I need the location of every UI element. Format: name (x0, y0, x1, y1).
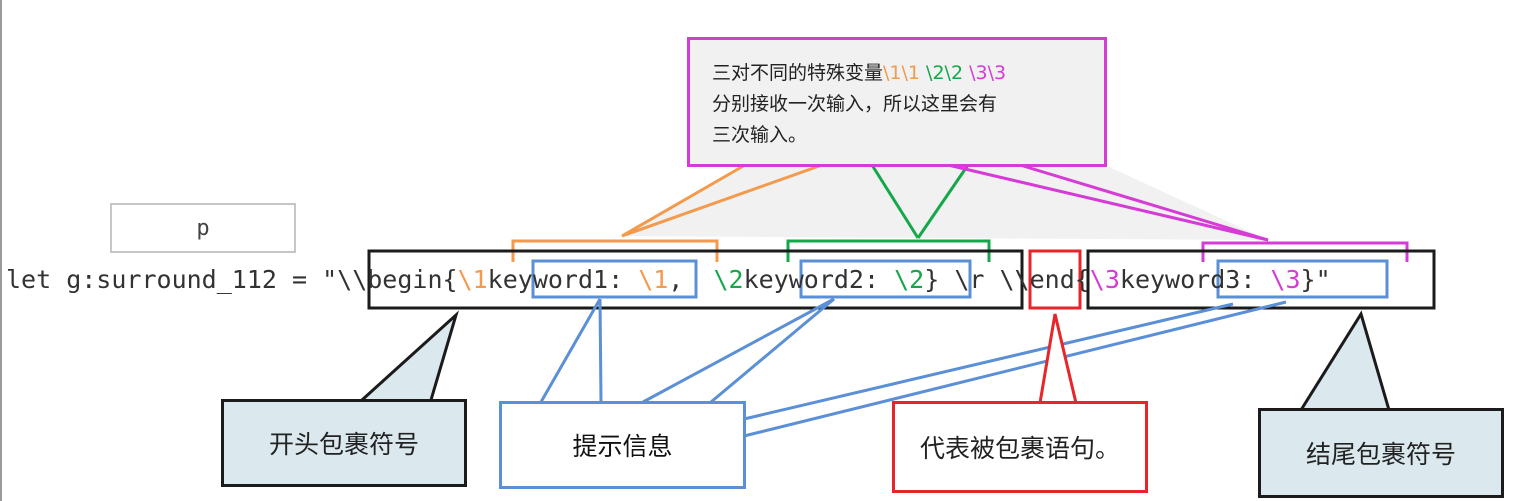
code-space-1 (939, 265, 954, 294)
code-close-brace-2: }" (1300, 265, 1331, 294)
left-border (0, 0, 2, 501)
callout-var3: \3\3 (969, 62, 1007, 84)
close-wrap-label: 结尾包裹符号 (1305, 440, 1456, 469)
code-end: \\end{ (999, 265, 1090, 294)
begin-section-box (367, 249, 1024, 310)
open-callout-pointer (360, 310, 459, 402)
green-pointer-left (870, 164, 920, 239)
callout-line-3: 三次输入。 (712, 124, 808, 146)
wrap-callout-pointer (1038, 313, 1078, 404)
orange-pointer-left (621, 163, 746, 238)
keyword3-box (1216, 259, 1389, 299)
hint-info-label: 提示信息 (572, 432, 673, 461)
cr-section-box (1028, 249, 1082, 310)
open-wrap-callout: 开头包裹符号 (221, 399, 467, 487)
wrap-callout-pointer-fill (1040, 314, 1076, 403)
code-cr: \r (954, 265, 985, 294)
close-wrap-callout: 结尾包裹符号 (1258, 408, 1504, 498)
code-var2-open: \2 (713, 265, 744, 294)
hint-line-2b (710, 297, 835, 404)
magenta-pointer-right (1019, 163, 1269, 242)
close-callout-pointer (1299, 310, 1391, 411)
callout-line-2: 分别接收一次输入，所以这里会有 (712, 93, 998, 115)
code-comma: , (668, 265, 714, 294)
open-wrap-label: 开头包裹符号 (268, 430, 419, 459)
hint-info-callout: 提示信息 (499, 401, 746, 489)
callout-var1: \1\1 (883, 62, 920, 84)
code-begin: \\begin{ (337, 265, 458, 294)
code-keyword1: keyword1: (487, 265, 639, 294)
code-var1-open: \1 (457, 265, 488, 294)
magenta-pointer-left (947, 163, 1269, 242)
callout-var2: \2\2 (926, 62, 964, 84)
hint-line-2a (642, 297, 835, 404)
green-pointer-right (916, 164, 970, 239)
hint-line-3a (743, 302, 1234, 421)
top-callout-pointer-fill (622, 165, 1268, 240)
code-keyword2: keyword2: (743, 265, 895, 294)
wrapped-statement-label: 代表被包裹语句。 (919, 434, 1120, 463)
code-var1-close: \1 (638, 265, 669, 294)
wrapped-statement-callout: 代表被包裹语句。 (892, 401, 1148, 493)
code-var3-open: \3 (1089, 265, 1120, 294)
hint-line-1b (598, 298, 603, 403)
callout-line1-text: 三对不同的特殊变量 (712, 62, 884, 84)
hint-line-1a (539, 298, 602, 403)
p-key-box: p (110, 203, 296, 253)
code-keyword3: keyword3: (1119, 265, 1271, 294)
code-var2-close: \2 (894, 265, 925, 294)
code-var3-close: \3 (1270, 265, 1301, 294)
hint-line-3b (743, 300, 1287, 438)
code-space-2 (984, 265, 999, 294)
keyword2-box (799, 259, 972, 299)
variables-callout: 三对不同的特殊变量\1\1 \2\2 \3\3 分别接收一次输入，所以这里会有 … (687, 37, 1107, 167)
code-close-brace-1: } (924, 265, 940, 294)
callout-line-1: 三对不同的特殊变量\1\1 \2\2 \3\3 (712, 58, 1082, 89)
code-prefix: let g:surround_112 = " (6, 265, 338, 294)
orange-pointer-right (621, 163, 823, 238)
keyword1-box (531, 259, 698, 299)
code-line: let g:surround_112 = "\\begin{\1keyword1… (6, 258, 1331, 302)
p-key-text: p (196, 215, 210, 241)
